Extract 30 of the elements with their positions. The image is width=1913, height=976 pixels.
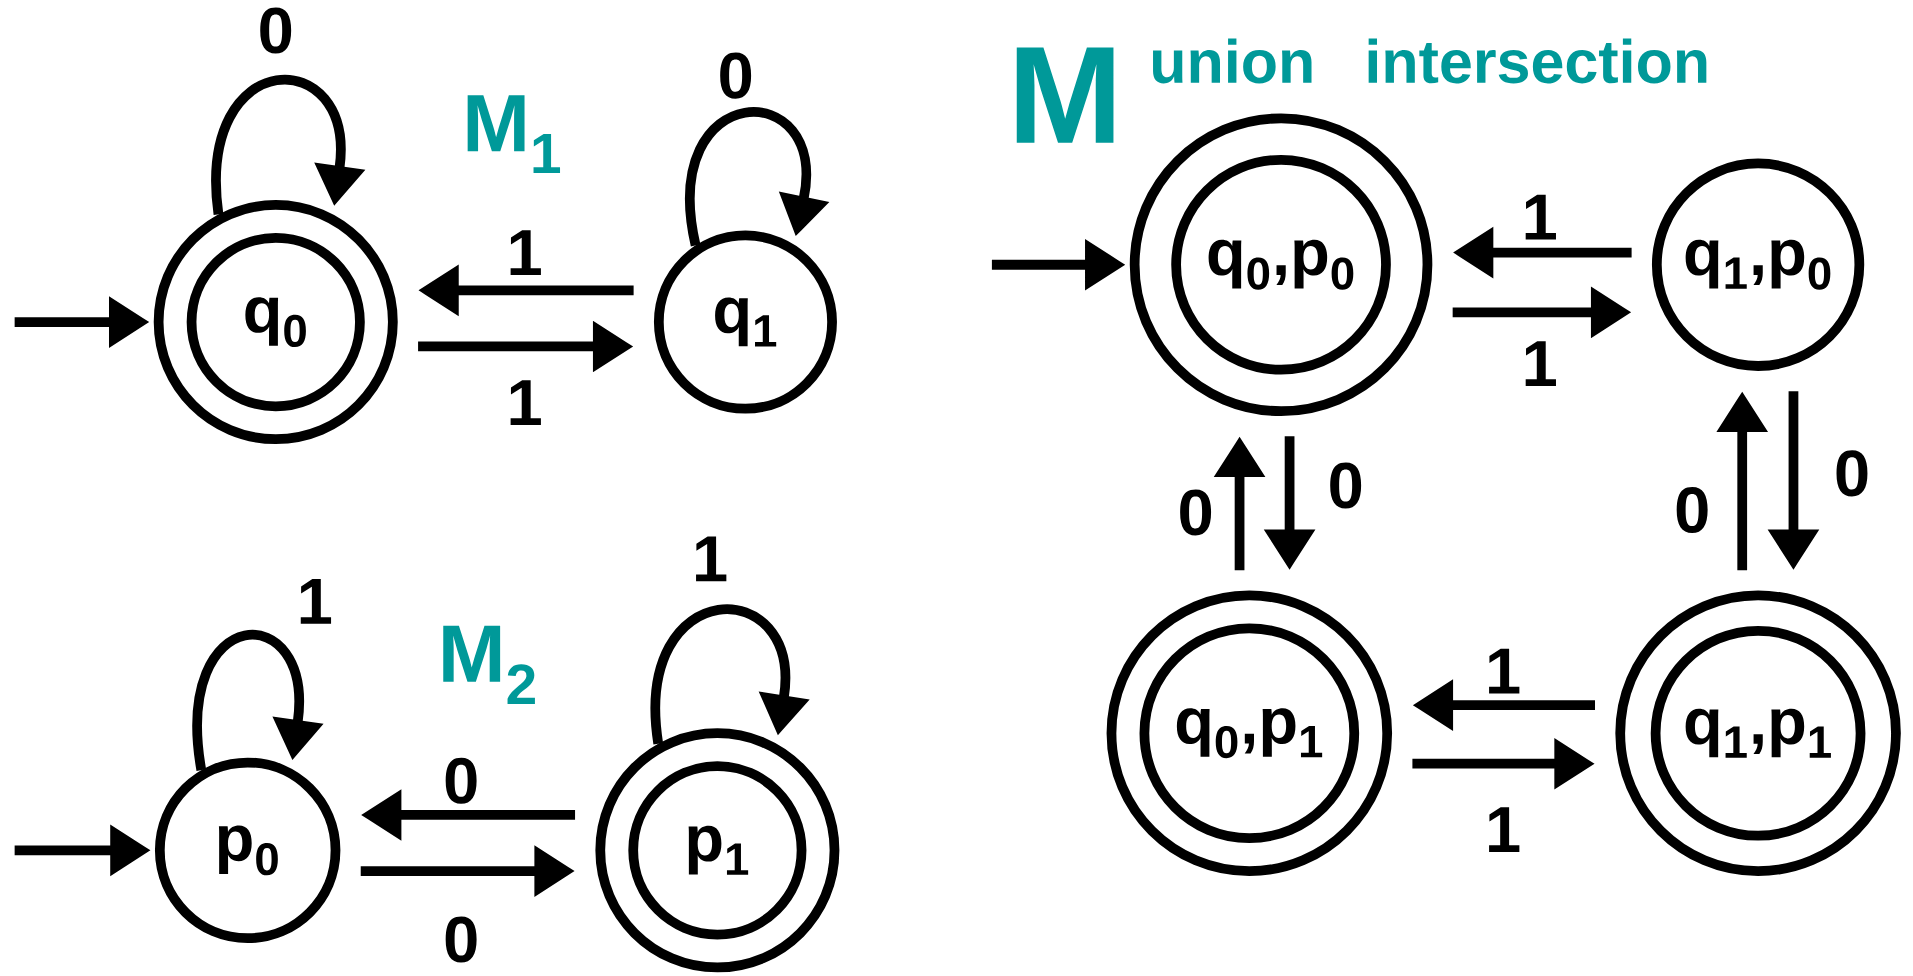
machine-label: M$_{2}$ <box>443 625 535 705</box>
edge-label: 1 <box>294 577 335 626</box>
edge-label: 1 <box>1482 805 1524 855</box>
self-loop-arrow <box>211 75 366 215</box>
outer-circle <box>595 728 840 973</box>
edge-label: 1 <box>1482 646 1524 696</box>
edge-label: 0 <box>1831 448 1873 499</box>
edge-label: 0 <box>715 50 756 101</box>
self-loop-arrow <box>685 107 830 247</box>
edge-label: 0 <box>1175 487 1216 538</box>
edge-label: 1 <box>504 378 545 428</box>
outer-circle <box>1615 590 1901 876</box>
edge-label: 1 <box>689 534 731 584</box>
outer-circle <box>153 200 398 445</box>
edge-label: 1 <box>1519 339 1560 388</box>
edge-label: 1 <box>504 228 545 277</box>
outer-circle <box>1106 590 1393 876</box>
edge-label: 0 <box>255 5 296 56</box>
machine-label: M <box>1016 47 1114 143</box>
outer-circle <box>1129 113 1433 417</box>
self-loop-arrow <box>650 605 810 745</box>
edge-label: 0 <box>441 914 482 965</box>
edge-label: 0 <box>1325 460 1366 511</box>
machine-label: M$_{1}$ <box>467 95 561 174</box>
edge-label: 0 <box>1672 484 1713 536</box>
edge-label: 0 <box>441 755 482 806</box>
operation-word: intersection <box>1368 38 1707 84</box>
edge-label: 1 <box>1519 192 1560 242</box>
self-loop-arrow <box>192 630 324 771</box>
operation-word: union <box>1153 38 1312 84</box>
